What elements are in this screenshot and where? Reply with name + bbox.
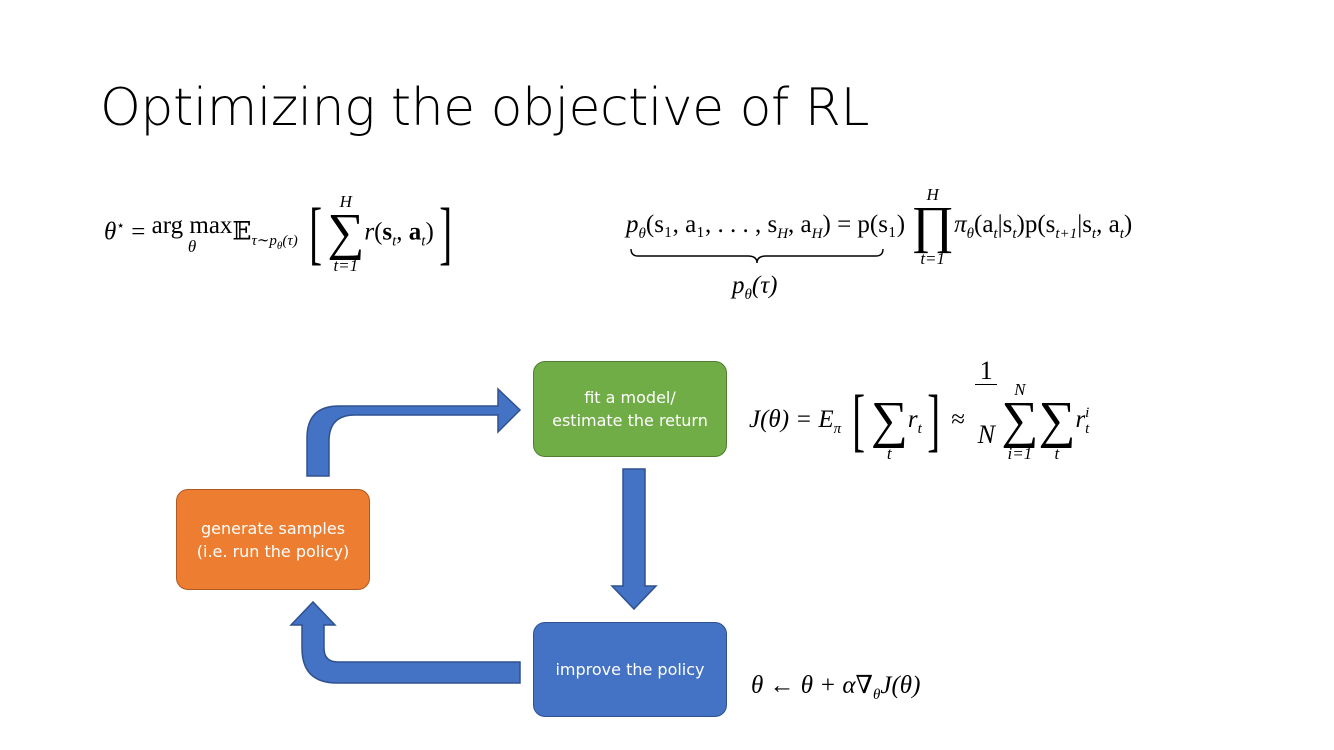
sum-lower-limit: t=1 <box>333 256 359 275</box>
equals-sign: = <box>837 211 852 238</box>
arrow-model-to-improve <box>610 468 658 611</box>
j-theta-lhs: J(θ) = E <box>749 405 834 433</box>
sum-operator-t2: . ∑ t <box>1038 391 1076 463</box>
fit-model-box: fit a model/ estimate the return <box>533 361 727 457</box>
sum-operator: H ∑ t=1 <box>327 192 365 275</box>
approx-sign: ≈ <box>951 405 966 433</box>
product-lower-limit: t=1 <box>920 248 946 268</box>
star-superscript: ⋆ <box>116 219 126 234</box>
p-symbol: p <box>626 211 639 238</box>
reward-symbol: r <box>364 218 375 246</box>
arrow-samples-to-model <box>306 387 522 477</box>
right-bracket: ] <box>439 194 452 272</box>
initial-state-prob: p(s₁) <box>857 211 906 238</box>
argmax-subscript: θ <box>187 236 197 256</box>
generate-samples-box: generate samples (i.e. run the policy) <box>176 489 370 590</box>
policy-symbol: π <box>954 211 967 238</box>
expectation-subscript: τ∼pθ(τ) <box>251 233 298 253</box>
product-upper-limit: H <box>926 184 939 204</box>
sum-operator-t: . ∑ t <box>870 391 908 463</box>
product-operator: H ∏ t=1 <box>911 184 955 268</box>
equals-sign: = <box>131 218 146 246</box>
underbrace <box>630 248 884 264</box>
theta-symbol: θ <box>104 218 117 246</box>
trajectory-args: (s₁, a₁, . . . , s <box>645 211 778 238</box>
fit-model-line1: fit a model/ <box>584 388 676 407</box>
slide-title: Optimizing the objective of RL <box>100 78 869 138</box>
sum-upper-limit: H <box>339 192 352 212</box>
return-estimate-equation: J(θ) = Eπ [ . ∑ t rt] ≈ 1N N ∑ i=1 . ∑ t… <box>749 357 1089 485</box>
left-bracket: [ <box>852 382 866 460</box>
fit-model-line2: estimate the return <box>552 411 708 430</box>
argmax-operator: arg max θ <box>152 213 233 255</box>
trajectory-equation: pθ(s₁, a₁, . . . , sH, aH) = p(s₁) H ∏ t… <box>626 184 1133 268</box>
improve-policy-box: improve the policy <box>533 622 727 717</box>
generate-samples-line1: generate samples <box>200 518 346 538</box>
left-bracket: [ <box>309 194 323 272</box>
generate-samples-line2: (i.e. run the policy) <box>196 541 350 561</box>
arrow-improve-to-samples <box>289 600 521 684</box>
expectation-symbol: 𝔼 <box>232 216 252 246</box>
sum-operator-i: N ∑ i=1 <box>1001 379 1039 463</box>
improve-policy-label: improve the policy <box>555 660 705 679</box>
transition-prob: p(s <box>1024 211 1056 238</box>
update-rule: θ ← θ + α∇θJ(θ) <box>751 672 921 703</box>
objective-equation: θ⋆ = arg max θ 𝔼τ∼pθ(τ) [ H ∑ t=1 r(st, … <box>104 192 452 275</box>
argmax-label: arg max <box>151 211 233 239</box>
underbrace-label: pθ(τ) <box>732 272 778 303</box>
right-bracket: ] <box>926 382 940 460</box>
